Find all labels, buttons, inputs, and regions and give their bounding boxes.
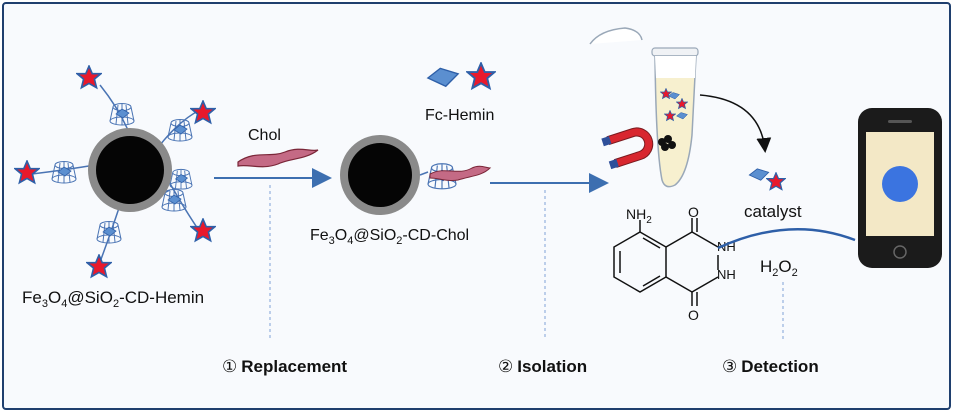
- hemin-star-icon: [190, 218, 216, 242]
- carbonyl-bottom-label: O: [688, 307, 699, 323]
- cyclodextrin-icon: [167, 119, 193, 142]
- cyclodextrin-icon: [169, 168, 193, 190]
- detection-arrow: [717, 228, 856, 250]
- hemin-star-icon: [76, 65, 102, 89]
- chol-label: Chol: [248, 127, 281, 144]
- hemin-star-icon: [86, 254, 112, 278]
- cholesterol-molecule: [237, 148, 319, 168]
- hemin-star-icon: [190, 100, 216, 124]
- fc-hemin-label: Fc-Hemin: [425, 107, 494, 124]
- hemin-star-icon: [766, 172, 786, 191]
- cyclodextrin-icon: [51, 161, 77, 184]
- hemin-star-icon: [14, 160, 40, 184]
- magnetic-core: [348, 143, 412, 207]
- cholesterol-molecule: [429, 165, 492, 182]
- cyclodextrin-icon: [96, 221, 122, 244]
- release-arrow: [699, 94, 772, 153]
- luminol-structure: [613, 218, 719, 306]
- signal-dot: [882, 166, 918, 202]
- magnetic-core: [96, 136, 164, 204]
- carbonyl-top-label: O: [688, 204, 699, 220]
- cyclodextrin-icon: [109, 103, 135, 126]
- chol-particle-label: Fe3O4@SiO2-CD-Chol: [310, 227, 469, 247]
- catalyst-label: catalyst: [744, 202, 802, 221]
- ferrocene-icon: [427, 67, 459, 87]
- hemin-particle-label: Fe3O4@SiO2-CD-Hemin: [22, 288, 204, 310]
- figure-frame: [2, 2, 951, 410]
- magnet-icon: [601, 127, 654, 170]
- h2o2-label: H2O2: [760, 257, 798, 279]
- eppendorf-tube: [589, 27, 699, 188]
- chol-particle: [340, 135, 492, 215]
- hemin-particle: [14, 65, 216, 278]
- ferrocene-icon: [748, 168, 770, 181]
- nh-bottom-label: NH: [717, 267, 736, 282]
- amine-label: NH2: [626, 206, 652, 226]
- hemin-star-icon: [466, 62, 496, 90]
- smartphone: [858, 108, 942, 268]
